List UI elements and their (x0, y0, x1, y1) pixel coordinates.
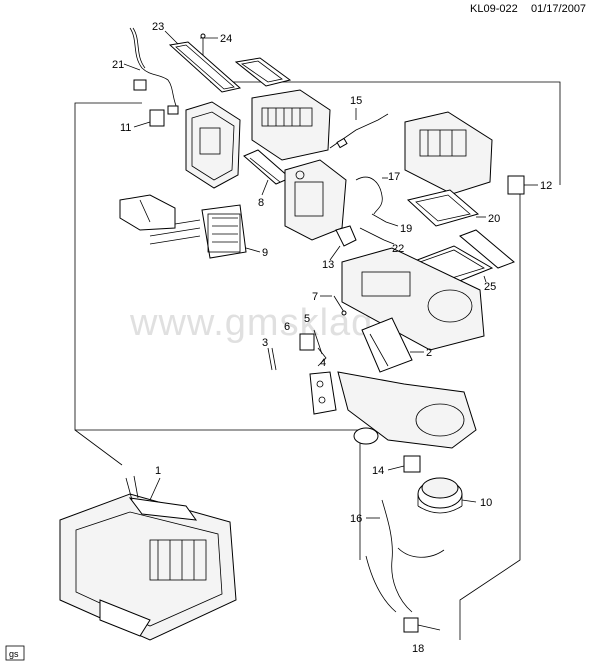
corner-badge: gs (5, 645, 25, 661)
part-23-filter-strip (164, 30, 242, 93)
callout-18: 18 (412, 643, 424, 655)
part-21-wire-harness (123, 27, 179, 115)
callout-9: 9 (262, 247, 268, 259)
callout-15: 15 (350, 95, 362, 107)
lower-case (309, 371, 477, 449)
callout-5: 5 (304, 313, 310, 325)
assembly-frame-lines (74, 81, 561, 640)
callout-16: 16 (350, 513, 362, 525)
callout-8: 8 (258, 197, 264, 209)
callout-2: 2 (426, 347, 432, 359)
part-14-resistor (387, 455, 421, 473)
part-22-line (359, 227, 395, 245)
callout-14: 14 (372, 465, 384, 477)
callout-17: 17 (388, 171, 400, 183)
part-12-actuator (507, 175, 538, 195)
callout-11: 11 (120, 122, 131, 134)
part-19-line (371, 213, 399, 227)
part-25-filter-frame (410, 229, 515, 285)
part-10-blower-motor (417, 477, 477, 514)
part-9-heater-core (149, 204, 261, 259)
callout-10: 10 (480, 497, 492, 509)
part-17-pipe (355, 176, 388, 215)
callout-6: 6 (284, 321, 290, 333)
callout-4: 4 (320, 357, 326, 369)
callout-21: 21 (112, 59, 124, 71)
callout-25: 25 (484, 281, 496, 293)
right-upper-case (404, 111, 493, 195)
mode-door-housing (251, 89, 331, 161)
seal-strip (234, 57, 292, 87)
callout-12: 12 (540, 180, 552, 192)
part-4-clip (317, 347, 327, 367)
callout-22: 22 (392, 243, 404, 255)
callout-3: 3 (262, 337, 268, 349)
callout-23: 23 (152, 21, 164, 33)
callout-labels: 1 2 3 4 5 6 7 8 9 10 11 12 13 14 15 16 1… (112, 21, 552, 655)
diagram-id: KL09-022 (470, 3, 518, 15)
center-case (284, 159, 347, 241)
callout-1: 1 (155, 465, 161, 477)
part-11-actuator (133, 109, 165, 128)
part-18-sensor (403, 617, 441, 633)
part-7-bolt (320, 295, 347, 316)
callout-7: 7 (312, 291, 318, 303)
callout-24: 24 (220, 33, 232, 45)
callout-13: 13 (322, 259, 334, 271)
upper-case-half (185, 101, 241, 189)
part-16-wire-harness (365, 499, 445, 613)
evaporator-housing (341, 247, 485, 351)
part-15-sensor-wire (329, 108, 389, 149)
left-bracket (119, 194, 176, 231)
callout-20: 20 (488, 213, 500, 225)
diagram-date: 01/17/2007 (531, 3, 586, 15)
part-2-evaporator-core (361, 317, 424, 373)
callout-19: 19 (400, 223, 412, 235)
part-20-filter (406, 189, 486, 227)
part-6-bracket (299, 333, 315, 351)
corner-badge-text: gs (9, 649, 19, 659)
part-1-hvac-module (59, 475, 237, 641)
part-13-actuator (329, 225, 357, 261)
part-3-rod (267, 347, 277, 371)
part-5-bolt (313, 329, 323, 355)
